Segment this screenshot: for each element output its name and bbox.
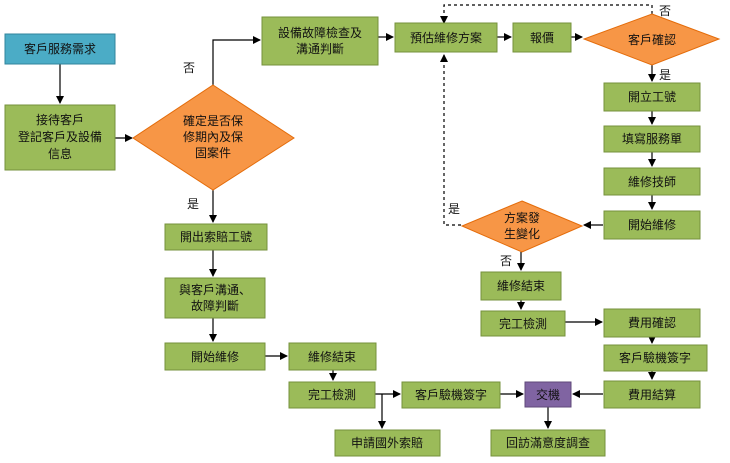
customer-request-label: 客戶服務需求: [24, 41, 96, 56]
estimate-plan-node: 預估維修方案: [394, 22, 498, 53]
customer-signoff-right-label: 客戶驗機簽字: [619, 350, 691, 365]
receive-customer-line-1: 接待客戶: [36, 112, 84, 127]
communicate-customer-line-1: 與客戶溝通、: [179, 282, 251, 297]
handover-label: 交機: [536, 387, 560, 402]
completion-check-right-label: 完工檢測: [499, 316, 547, 331]
arrow-warranty-no: [212, 36, 261, 85]
label-confirm-yes: 是: [659, 68, 671, 82]
label-warranty-no: 否: [183, 61, 195, 75]
customer-signoff-left-node: 客戶驗機簽字: [401, 381, 501, 409]
warranty-check-decision: 確定是否保 修期內及保 固案件: [132, 84, 295, 191]
repair-done-right-node: 維修結束: [480, 271, 562, 301]
customer-request-node: 客戶服務需求: [4, 33, 116, 65]
receive-customer-line-3: 信息: [48, 146, 72, 161]
fill-service-form-node: 填寫服務單: [603, 125, 701, 153]
open-claim-ticket-label: 開出索賠工號: [180, 229, 252, 244]
cost-settlement-node: 費用結算: [603, 380, 701, 409]
estimate-plan-label: 預估維修方案: [410, 30, 482, 45]
warranty-check-line-3: 固案件: [195, 145, 231, 160]
repair-done-left-node: 維修結束: [288, 342, 377, 371]
label-warranty-yes: 是: [187, 197, 199, 211]
repair-done-right-label: 維修結束: [497, 278, 545, 293]
satisfaction-survey-label: 回訪滿意度調查: [506, 435, 590, 450]
start-repair-left-label: 開始維修: [191, 349, 239, 364]
label-confirm-no: 否: [659, 4, 671, 18]
overseas-claim-label: 申請國外索賠: [351, 435, 423, 450]
start-repair-right-label: 開始維修: [628, 217, 676, 232]
plan-change-line-2: 生變化: [504, 226, 540, 241]
communicate-customer-line-2: 故障判斷: [191, 298, 239, 313]
equipment-fault-check-line-2: 溝通判斷: [296, 42, 344, 56]
completion-check-left-node: 完工檢測: [288, 381, 376, 409]
plan-change-line-1: 方案發: [504, 210, 540, 225]
warranty-check-line-1: 確定是否保: [183, 113, 243, 128]
equipment-fault-check-node: 設備故障檢查及 溝通判斷: [261, 16, 379, 66]
start-repair-right-node: 開始維修: [603, 210, 701, 240]
customer-signoff-right-node: 客戶驗機簽字: [603, 344, 708, 372]
customer-confirm-label: 客戶確認: [628, 32, 676, 47]
repair-technician-label: 維修技師: [628, 174, 676, 189]
receive-customer-node: 接待客戶 登記客戶及設備 信息: [4, 104, 116, 171]
start-repair-left-node: 開始維修: [164, 342, 266, 371]
arrow-confirm-no: [440, 4, 653, 24]
label-change-no: 否: [500, 254, 512, 268]
quote-label: 報價: [530, 31, 554, 45]
warranty-check-line-2: 修期內及保: [183, 129, 243, 144]
cost-confirm-label: 費用確認: [628, 315, 676, 330]
open-ticket-label: 開立工號: [628, 89, 676, 104]
overseas-claim-node: 申請國外索賠: [334, 429, 441, 457]
customer-confirm-decision: 客戶確認: [582, 13, 721, 66]
repair-technician-node: 維修技師: [603, 167, 701, 196]
completion-check-right-node: 完工檢測: [480, 310, 566, 337]
cost-settlement-label: 費用結算: [628, 387, 676, 402]
connectors: [56, 4, 656, 429]
plan-change-decision: 方案發 生變化: [460, 200, 584, 253]
equipment-fault-check-line-1: 設備故障檢查及: [278, 25, 362, 40]
cost-confirm-node: 費用確認: [603, 308, 701, 338]
label-change-yes: 是: [448, 202, 460, 216]
customer-signoff-left-label: 客戶驗機簽字: [415, 387, 487, 402]
handover-node: 交機: [524, 381, 572, 408]
repair-done-left-label: 維修結束: [308, 349, 356, 364]
completion-check-left-label: 完工檢測: [308, 387, 356, 402]
receive-customer-line-2: 登記客戶及設備: [18, 129, 102, 144]
fill-service-form-label: 填寫服務單: [622, 131, 682, 146]
satisfaction-survey-node: 回訪滿意度調查: [490, 429, 606, 457]
arrow-change-yes: [440, 54, 461, 226]
communicate-customer-node: 與客戶溝通、 故障判斷: [164, 277, 266, 319]
open-ticket-node: 開立工號: [603, 82, 701, 112]
quote-node: 報價: [512, 22, 572, 53]
open-claim-ticket-node: 開出索賠工號: [164, 223, 268, 251]
